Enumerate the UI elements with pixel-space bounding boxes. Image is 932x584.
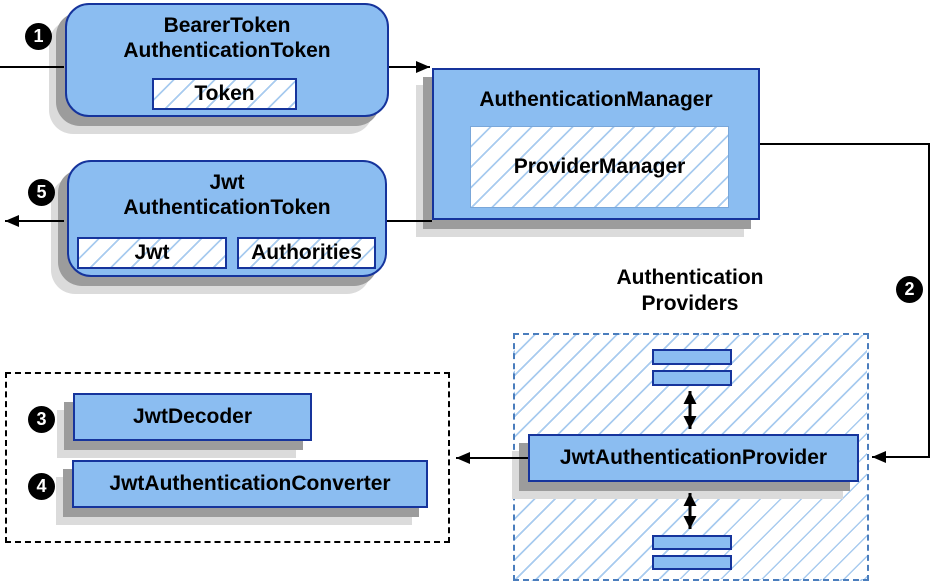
step-badge-1: 1 <box>25 23 52 50</box>
node-title-line1: Jwt <box>209 171 245 194</box>
node-authentication-manager: AuthenticationManager ProviderManager <box>432 68 760 220</box>
node-jwt-authentication-converter: JwtAuthenticationConverter <box>72 460 428 508</box>
node-jwt-decoder: JwtDecoder <box>73 393 312 441</box>
node-provider-manager: ProviderManager <box>470 126 729 208</box>
node-bearer-token-authentication-token: BearerToken AuthenticationToken Token <box>65 3 389 117</box>
field-authorities: Authorities <box>237 237 376 269</box>
node-title: BearerToken AuthenticationToken <box>67 13 387 63</box>
node-jwt-authentication-provider: JwtAuthenticationProvider <box>528 434 859 482</box>
node-jwt-authentication-token: Jwt AuthenticationToken Jwt Authorities <box>67 160 387 277</box>
field-token: Token <box>152 78 297 110</box>
other-provider-placeholder <box>652 535 732 550</box>
step-badge-3: 3 <box>28 406 55 433</box>
other-provider-placeholder <box>652 555 732 570</box>
providers-group-label: Authentication Providers <box>575 265 805 317</box>
step-badge-5: 5 <box>28 179 55 206</box>
providers-group-label-line1: Authentication <box>616 266 764 289</box>
providers-group-label-line2: Providers <box>641 292 739 315</box>
node-title: AuthenticationManager <box>479 88 713 111</box>
node-title-line2: AuthenticationToken <box>123 196 331 219</box>
field-jwt: Jwt <box>77 237 227 269</box>
other-provider-placeholder <box>652 349 732 365</box>
node-title-line1: BearerToken <box>163 14 291 37</box>
node-title-line2: AuthenticationToken <box>123 39 331 62</box>
other-provider-placeholder <box>652 370 732 386</box>
node-title: Jwt AuthenticationToken <box>69 170 385 220</box>
step-badge-4: 4 <box>28 473 55 500</box>
step-badge-2: 2 <box>896 276 923 303</box>
